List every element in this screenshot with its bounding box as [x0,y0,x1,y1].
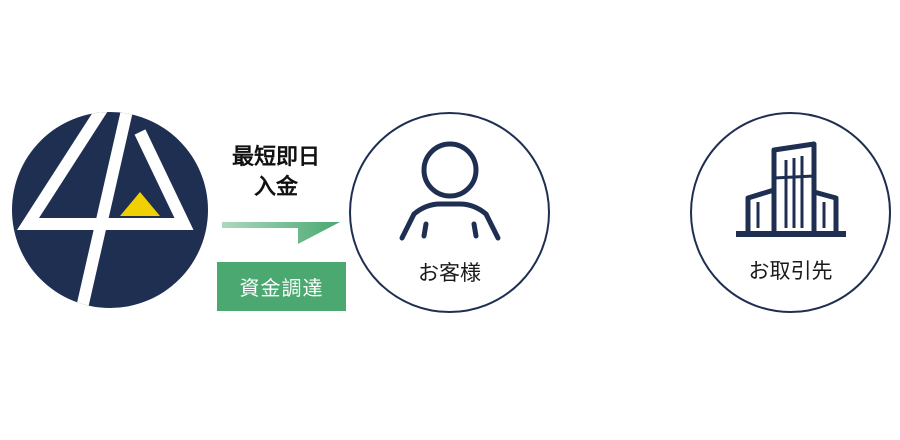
person-icon [399,141,501,241]
partner-label: お取引先 [748,259,833,283]
logo-triangle [120,192,160,216]
customer-label: お客様 [418,261,481,285]
flow-arrow [222,222,340,244]
speed-label-line2: 入金 [253,175,298,200]
company-logo [12,112,208,308]
speed-label-line1: 最短即日 [231,145,320,170]
funding-badge: 資金調達 [217,262,346,311]
customer-node: お客様 [349,112,550,313]
speed-label: 最短即日 入金 [216,143,336,203]
buildings-icon [736,141,846,237]
partner-node: お取引先 [690,112,891,313]
